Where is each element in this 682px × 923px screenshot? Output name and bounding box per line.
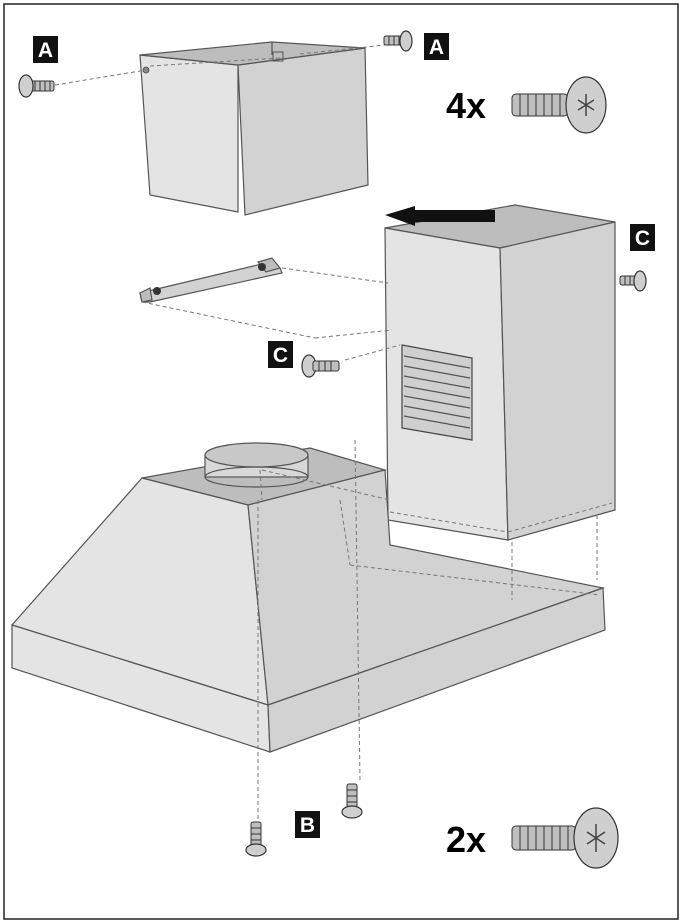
screw-c-left-icon: [301, 354, 340, 378]
label-c-right: C: [630, 224, 655, 251]
screw-b-right-icon: [341, 783, 363, 819]
label-c-right-text: C: [635, 227, 650, 250]
label-b-text: B: [300, 814, 315, 837]
vent-grille: [401, 344, 473, 441]
screw-large-a-icon: [511, 76, 607, 134]
mounting-bracket: [139, 257, 283, 303]
screw-a-left-icon: [18, 74, 55, 98]
screw-large-b-icon: [511, 807, 619, 869]
label-a-left-text: A: [38, 39, 53, 62]
diagram-border: [3, 3, 679, 920]
screw-b-left-icon: [245, 821, 267, 857]
quantity-4x: 4x: [446, 85, 486, 126]
label-b: B: [295, 811, 320, 838]
quantity-2x: 2x: [446, 819, 486, 860]
label-c-left-text: C: [273, 344, 288, 367]
label-a-left: A: [33, 36, 58, 63]
upper-duct-cover: [139, 41, 369, 216]
screw-a-right-icon: [383, 30, 413, 52]
label-a-right-text: A: [429, 36, 444, 59]
label-a-right: A: [424, 33, 449, 60]
range-hood-body: [10, 442, 606, 753]
screw-c-right-icon: [619, 270, 647, 292]
lower-duct-cover: [384, 204, 616, 541]
slide-arrow-icon: [385, 206, 495, 226]
label-c-left: C: [268, 341, 293, 368]
